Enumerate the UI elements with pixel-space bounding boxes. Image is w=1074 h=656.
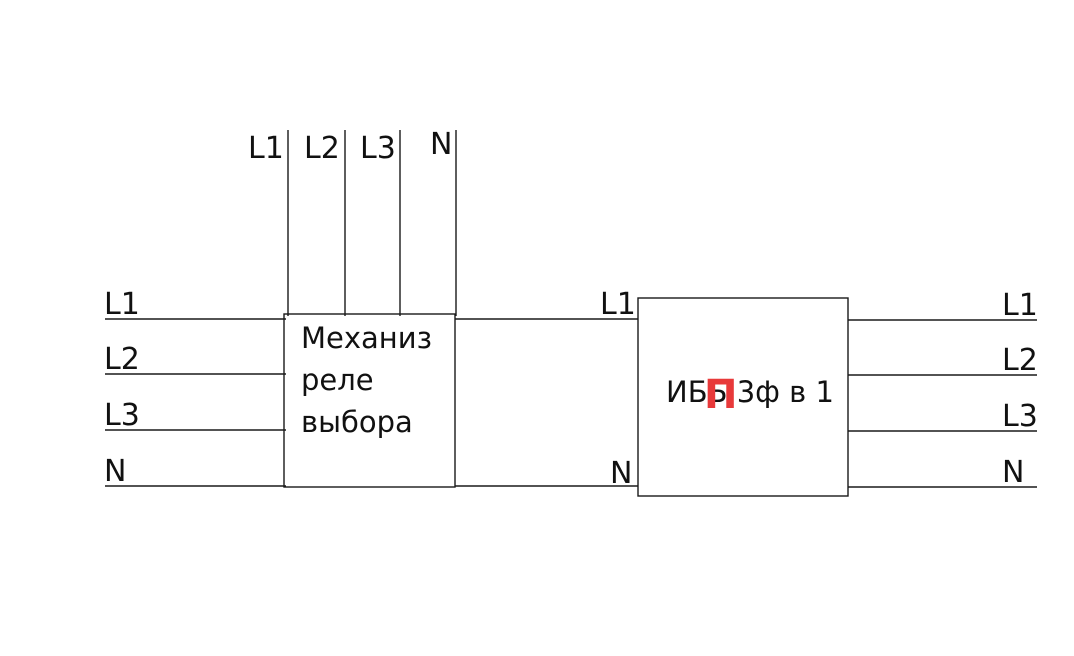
right-label-l2: L2 — [1002, 343, 1038, 378]
left-label-n: N — [104, 454, 126, 489]
relay-block-line-1: Механиз — [301, 321, 432, 355]
top-label-l1: L1 — [248, 131, 284, 166]
ups-input-label-l1: L1 — [600, 287, 636, 322]
right-label-l1: L1 — [1002, 288, 1038, 323]
right-label-l3: L3 — [1002, 399, 1038, 434]
relay-block-line-3: выбора — [301, 405, 413, 439]
ups-correction-mark: П — [704, 372, 737, 418]
ups-block — [637, 297, 849, 497]
top-label-l3: L3 — [360, 131, 396, 166]
ups-block-label: ИББ 3ф в 1 — [666, 375, 834, 409]
left-label-l2: L2 — [104, 342, 140, 377]
top-label-n: N — [430, 127, 452, 162]
right-label-n: N — [1002, 455, 1024, 490]
left-label-l1: L1 — [104, 287, 140, 322]
relay-block-line-2: реле — [301, 363, 374, 397]
relay-block — [283, 313, 456, 488]
ups-input-label-n: N — [610, 456, 632, 491]
left-label-l3: L3 — [104, 398, 140, 433]
top-label-l2: L2 — [304, 131, 340, 166]
